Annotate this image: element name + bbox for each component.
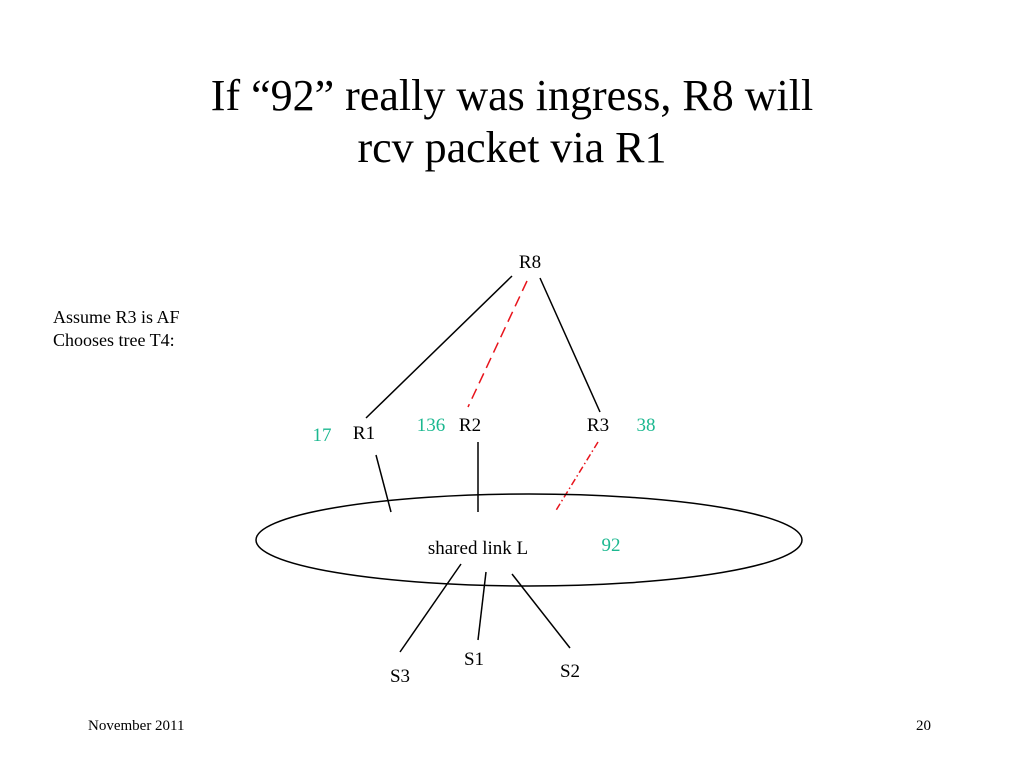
assumption-note: Assume R3 is AF Chooses tree T4:: [53, 306, 180, 352]
link-r8-r3: [539, 277, 601, 413]
node-s1: S1: [464, 649, 484, 670]
metric-r3: 38: [637, 415, 656, 436]
link-shared-s3: [399, 563, 462, 653]
node-s2: S2: [560, 661, 580, 682]
node-r3: R3: [587, 415, 609, 436]
node-r2: R2: [459, 415, 481, 436]
node-r8: R8: [519, 252, 541, 273]
page-number: 20: [916, 718, 931, 734]
link-shared-s2: [511, 573, 571, 649]
link-shared-s1: [477, 571, 487, 641]
link-r8-r2-highlight: [467, 280, 528, 408]
node-r1: R1: [353, 423, 375, 444]
footer-date: November 2011: [88, 718, 185, 734]
slide-title: If “92” really was ingress, R8 will rcv …: [0, 70, 1024, 174]
metric-r2: 136: [417, 415, 446, 436]
link-r3-shared-highlight: [554, 441, 599, 513]
node-shared-link: shared link L: [428, 538, 528, 559]
metric-shared-link: 92: [602, 535, 621, 556]
link-r8-r1: [365, 275, 513, 419]
node-s3: S3: [390, 666, 410, 687]
assumption-note-line-2: Chooses tree T4:: [53, 330, 175, 350]
slide-title-line-2: rcv packet via R1: [357, 123, 667, 172]
link-r1-shared: [375, 454, 392, 513]
shared-link-ellipse: [255, 493, 803, 587]
metric-r1: 17: [313, 425, 332, 446]
slide-title-line-1: If “92” really was ingress, R8 will: [210, 71, 814, 120]
assumption-note-line-1: Assume R3 is AF: [53, 307, 180, 327]
